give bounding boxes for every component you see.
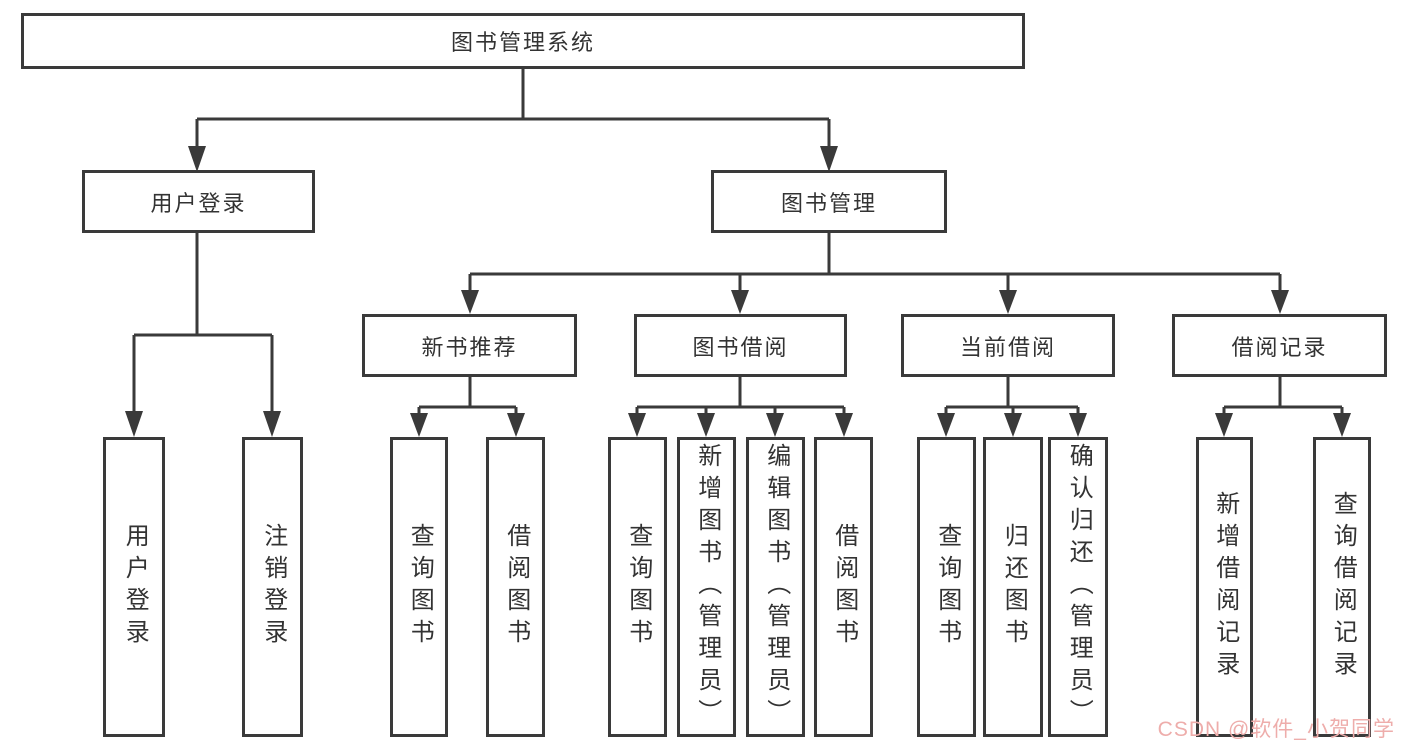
leaf-query-books-current: 查询图书 <box>917 437 976 737</box>
leaf-borrow-books-label: 借阅图书 <box>830 523 858 651</box>
arrowhead-icon <box>697 413 715 437</box>
arrowhead-icon <box>263 411 281 437</box>
leaf-add-book-admin-label: 新增图书（管理员） <box>693 443 721 731</box>
leaf-edit-book-admin: 编辑图书（管理员） <box>746 437 805 737</box>
arrowhead-icon <box>125 411 143 437</box>
arrowhead-icon <box>628 413 646 437</box>
node-book-borrow: 图书借阅 <box>634 314 847 377</box>
leaf-edit-book-admin-label: 编辑图书（管理员） <box>762 443 790 731</box>
connector-current-borrow-children <box>937 377 1087 437</box>
arrowhead-icon <box>1333 413 1351 437</box>
arrowhead-icon <box>937 413 955 437</box>
connector-book-borrow-children <box>628 377 853 437</box>
leaf-borrow-books-recommend-label: 借阅图书 <box>502 523 530 651</box>
leaf-query-borrow-record: 查询借阅记录 <box>1313 437 1371 737</box>
leaf-add-borrow-record-label: 新增借阅记录 <box>1211 491 1239 683</box>
arrowhead-icon <box>410 413 428 437</box>
node-new-book-recommend: 新书推荐 <box>362 314 577 377</box>
node-root: 图书管理系统 <box>21 13 1025 69</box>
leaf-query-books-recommend-label: 查询图书 <box>406 523 434 651</box>
arrowhead-icon <box>1271 290 1289 314</box>
connector-root-to-level1 <box>188 69 838 172</box>
arrowhead-icon <box>820 146 838 172</box>
leaf-query-books-borrow-label: 查询图书 <box>624 523 652 651</box>
arrowhead-icon <box>1069 413 1087 437</box>
arrowhead-icon <box>1215 413 1233 437</box>
leaf-return-book: 归还图书 <box>983 437 1043 737</box>
leaf-borrow-books: 借阅图书 <box>814 437 873 737</box>
arrowhead-icon <box>188 146 206 172</box>
leaf-logout: 注销登录 <box>242 437 303 737</box>
watermark: CSDN @软件_小贺同学 <box>1157 718 1395 741</box>
node-current-borrow: 当前借阅 <box>901 314 1115 377</box>
leaf-user-login-label: 用户登录 <box>121 523 149 651</box>
leaf-query-books-recommend: 查询图书 <box>390 437 448 737</box>
connector-user-login-children <box>125 233 281 437</box>
leaf-query-books-borrow: 查询图书 <box>608 437 667 737</box>
arrowhead-icon <box>507 413 525 437</box>
leaf-add-book-admin: 新增图书（管理员） <box>677 437 736 737</box>
leaf-user-login: 用户登录 <box>103 437 165 737</box>
arrowhead-icon <box>999 290 1017 314</box>
leaf-logout-label: 注销登录 <box>259 523 287 651</box>
node-user-login: 用户登录 <box>82 170 315 233</box>
arrowhead-icon <box>731 290 749 314</box>
arrowhead-icon <box>1004 413 1022 437</box>
leaf-add-borrow-record: 新增借阅记录 <box>1196 437 1253 737</box>
leaf-borrow-books-recommend: 借阅图书 <box>486 437 545 737</box>
leaf-query-borrow-record-label: 查询借阅记录 <box>1329 491 1357 683</box>
connector-book-management-children <box>461 233 1289 314</box>
node-borrow-records: 借阅记录 <box>1172 314 1387 377</box>
connector-borrow-record-children <box>1215 377 1351 437</box>
leaf-return-book-label: 归还图书 <box>1000 523 1028 651</box>
arrowhead-icon <box>835 413 853 437</box>
node-book-management: 图书管理 <box>711 170 947 233</box>
arrowhead-icon <box>766 413 784 437</box>
connector-new-book-children <box>410 377 525 437</box>
arrowhead-icon <box>461 290 479 314</box>
leaf-confirm-return-admin-label: 确认归还（管理员） <box>1065 443 1093 731</box>
leaf-confirm-return-admin: 确认归还（管理员） <box>1048 437 1108 737</box>
leaf-query-books-current-label: 查询图书 <box>933 523 961 651</box>
